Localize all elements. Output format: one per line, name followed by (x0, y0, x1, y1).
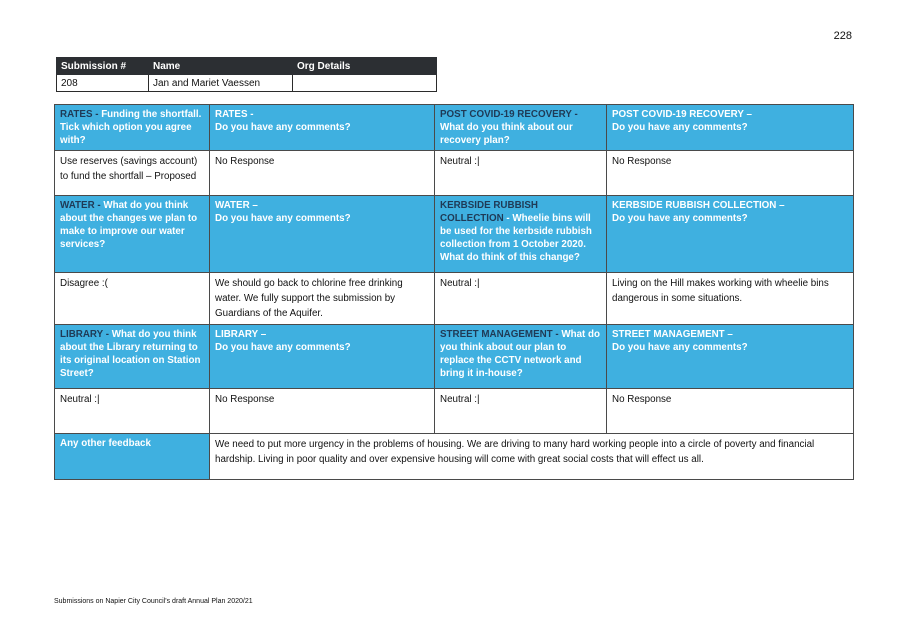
water-comment: We should go back to chlorine free drink… (209, 272, 435, 325)
street-comment: No Response (606, 388, 854, 434)
rates-comments-header: RATES - Do you have any comments? (209, 104, 435, 151)
answer-row-water-kerbside: Disagree :( We should go back to chlorin… (54, 272, 854, 325)
library-comments-subtitle: Do you have any comments? (215, 342, 351, 353)
other-feedback-text: We need to put more urgency in the probl… (209, 433, 854, 480)
page-footer: Submissions on Napier City Council's dra… (54, 598, 253, 605)
library-question-text: What do you think about the Library retu… (60, 329, 201, 379)
question-row-water-kerbside: WATER - What do you think about the chan… (54, 195, 854, 273)
library-comment: No Response (209, 388, 435, 434)
submitter-name: Jan and Mariet Vaessen (148, 74, 293, 92)
submission-row: 208 Jan and Mariet Vaessen (56, 74, 437, 92)
water-question-header: WATER - What do you think about the chan… (54, 195, 210, 273)
kerbside-comments-subtitle: Do you have any comments? (612, 213, 748, 224)
other-feedback-label: Any other feedback (54, 433, 210, 480)
water-answer: Disagree :( (54, 272, 210, 325)
answer-row-rates-covid: Use reserves (savings account) to fund t… (54, 150, 854, 196)
rates-comments-subtitle: Do you have any comments? (215, 122, 351, 133)
org-details-header: Org Details (292, 57, 437, 75)
covid-comment: No Response (606, 150, 854, 196)
kerbside-question-header: KERBSIDE RUBBISH COLLECTION - Wheelie bi… (434, 195, 607, 273)
library-question-lead: LIBRARY - (60, 329, 112, 340)
submission-table: Submission # Name Org Details 208 Jan an… (56, 57, 437, 92)
covid-question-text: What do you think about our recovery pla… (440, 122, 573, 146)
library-answer: Neutral :| (54, 388, 210, 434)
submission-header-row: Submission # Name Org Details (56, 57, 437, 75)
street-answer: Neutral :| (434, 388, 607, 434)
rates-answer: Use reserves (savings account) to fund t… (54, 150, 210, 196)
library-question-header: LIBRARY - What do you think about the Li… (54, 324, 210, 389)
covid-answer: Neutral :| (434, 150, 607, 196)
kerbside-comment: Living on the Hill makes working with wh… (606, 272, 854, 325)
kerbside-question-text: - Wheelie bins will be used for the kerb… (440, 213, 592, 263)
covid-question-header: POST COVID-19 RECOVERY - What do you thi… (434, 104, 607, 151)
covid-comments-subtitle: Do you have any comments? (612, 122, 748, 133)
covid-question-lead: POST COVID-19 RECOVERY - (440, 109, 578, 120)
water-comments-subtitle: Do you have any comments? (215, 213, 351, 224)
covid-comments-title: POST COVID-19 RECOVERY – (612, 109, 752, 120)
street-question-lead: STREET MANAGEMENT - (440, 329, 562, 340)
rates-question-text: Funding the shortfall. Tick which option… (60, 109, 202, 146)
rates-comment: No Response (209, 150, 435, 196)
submission-number: 208 (56, 74, 149, 92)
street-question-header: STREET MANAGEMENT - What do you think ab… (434, 324, 607, 389)
street-comments-header: STREET MANAGEMENT – Do you have any comme… (606, 324, 854, 389)
library-comments-title: LIBRARY – (215, 329, 267, 340)
rates-question-lead: RATES - (60, 109, 102, 120)
submission-number-header: Submission # (56, 57, 149, 75)
water-comments-title: WATER – (215, 200, 258, 211)
question-row-library-street: LIBRARY - What do you think about the Li… (54, 324, 854, 389)
rates-question-header: RATES - Funding the shortfall. Tick whic… (54, 104, 210, 151)
kerbside-question-lead: KERBSIDE RUBBISH COLLECTION (440, 200, 538, 224)
rates-comments-title: RATES - (215, 109, 254, 120)
library-comments-header: LIBRARY – Do you have any comments? (209, 324, 435, 389)
kerbside-answer: Neutral :| (434, 272, 607, 325)
org-details (292, 74, 437, 92)
covid-comments-header: POST COVID-19 RECOVERY – Do you have any … (606, 104, 854, 151)
name-header: Name (148, 57, 293, 75)
street-comments-subtitle: Do you have any comments? (612, 342, 748, 353)
water-comments-header: WATER – Do you have any comments? (209, 195, 435, 273)
street-question-text: What do you think about our plan to repl… (440, 329, 601, 379)
answer-row-library-street: Neutral :| No Response Neutral :| No Res… (54, 388, 854, 434)
water-question-lead: WATER - (60, 200, 104, 211)
page-number: 228 (833, 30, 852, 42)
question-row-rates-covid: RATES - Funding the shortfall. Tick whic… (54, 104, 854, 151)
submission-responses-table: RATES - Funding the shortfall. Tick whic… (54, 104, 854, 480)
street-comments-title: STREET MANAGEMENT – (612, 329, 733, 340)
water-question-text: What do you think about the changes we p… (60, 200, 198, 250)
kerbside-comments-header: KERBSIDE RUBBISH COLLECTION – Do you have… (606, 195, 854, 273)
other-feedback-row: Any other feedback We need to put more u… (54, 433, 854, 480)
kerbside-comments-title: KERBSIDE RUBBISH COLLECTION – (612, 200, 785, 211)
